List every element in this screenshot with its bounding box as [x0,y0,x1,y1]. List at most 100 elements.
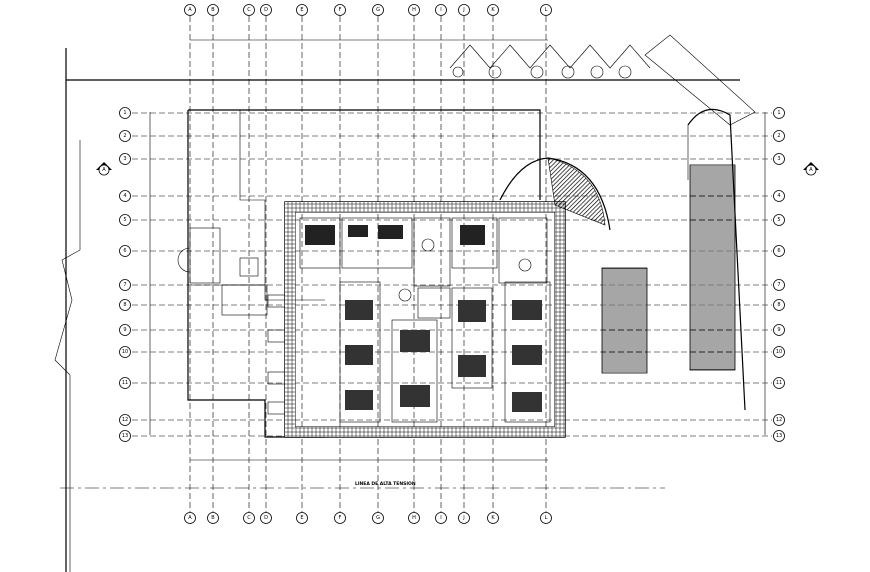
row-right-8-label: 8 [777,302,780,308]
row-right-9-label: 9 [777,327,780,333]
row-right-12-label: 12 [776,417,782,423]
column-top-I-bubble [435,4,447,16]
column-bottom-G-label: G [376,515,380,521]
row-right-8-bubble [773,299,785,311]
dimension-lines [149,39,766,461]
column-bottom-G-bubble [372,512,384,524]
row-left-10-label: 10 [122,349,128,355]
row-left-13-label: 13 [122,433,128,439]
column-top-G-bubble [372,4,384,16]
row-right-6-label: 6 [777,248,780,254]
row-left-11-label: 11 [122,380,128,386]
row-right-4-bubble [773,190,785,202]
column-bottom-B-label: B [211,515,215,521]
column-bottom-J-bubble [458,512,470,524]
column-top-D-bubble [260,4,272,16]
column-top-K-label: K [491,7,495,13]
row-left-5-label: 5 [123,217,126,223]
column-top-A-bubble [184,4,196,16]
column-top-E-label: E [300,7,303,13]
section-marker-left-label: A [102,167,106,173]
row-left-1-label: 1 [123,110,126,116]
row-left-12-label: 12 [122,417,128,423]
row-left-2-label: 2 [123,133,126,139]
central-block [284,201,566,438]
row-left-6-bubble [119,245,131,257]
column-bottom-J-label: J [462,515,464,521]
curved-canopy [499,157,611,231]
column-top-L-bubble [540,4,552,16]
power-line-label: LINEA DE ALTA TENSION [355,481,416,487]
column-top-A-label: A [188,7,192,13]
row-right-10-bubble [773,346,785,358]
column-bottom-H-bubble [408,512,420,524]
row-right-2-bubble [773,130,785,142]
column-top-J-bubble [458,4,470,16]
row-right-13-bubble [773,430,785,442]
column-bottom-H-label: H [412,515,416,521]
column-top-E-bubble [296,4,308,16]
row-right-11-bubble [773,377,785,389]
column-bottom-I-label: I [440,515,441,521]
column-bottom-K-bubble [487,512,499,524]
row-left-8-bubble [119,299,131,311]
row-right-11-label: 11 [776,380,782,386]
row-right-1-bubble [773,107,785,119]
row-left-11-bubble [119,377,131,389]
column-bottom-C-label: C [247,515,251,521]
row-right-6-bubble [773,245,785,257]
parking-area [449,34,756,411]
column-bottom-L-bubble [540,512,552,524]
row-right-2-label: 2 [777,133,780,139]
column-bottom-K-label: K [491,515,495,521]
column-top-B-bubble [207,4,219,16]
row-right-5-bubble [773,214,785,226]
column-top-I-label: I [440,7,441,13]
row-right-9-bubble [773,324,785,336]
row-left-7-bubble [119,279,131,291]
column-bottom-B-bubble [207,512,219,524]
column-top-J-label: J [462,7,464,13]
row-left-2-bubble [119,130,131,142]
section-marker-right: A [803,162,819,176]
row-right-10-label: 10 [776,349,782,355]
column-bottom-D-label: D [264,515,268,521]
row-left-9-label: 9 [123,327,126,333]
column-top-H-bubble [408,4,420,16]
column-bottom-E-bubble [296,512,308,524]
row-right-5-label: 5 [777,217,780,223]
row-right-7-bubble [773,279,785,291]
column-bottom-C-bubble [243,512,255,524]
row-left-4-bubble [119,190,131,202]
row-left-12-bubble [119,414,131,426]
column-top-F-label: F [339,7,342,13]
row-left-8-label: 8 [123,302,126,308]
row-left-3-label: 3 [123,156,126,162]
column-bottom-A-bubble [184,512,196,524]
column-bottom-D-bubble [260,512,272,524]
column-bottom-F-label: F [339,515,342,521]
row-right-12-bubble [773,414,785,426]
row-left-13-bubble [119,430,131,442]
section-marker-left: A [96,162,112,176]
section-marker-right-label: A [809,167,813,173]
row-right-7-label: 7 [777,282,780,288]
column-top-F-bubble [334,4,346,16]
column-top-H-label: H [412,7,416,13]
row-left-9-bubble [119,324,131,336]
column-top-L-label: L [545,7,548,13]
column-bottom-A-label: A [188,515,192,521]
column-top-K-bubble [487,4,499,16]
row-left-10-bubble [119,346,131,358]
row-left-5-bubble [119,214,131,226]
site-boundary [54,48,740,572]
row-left-1-bubble [119,107,131,119]
column-top-C-label: C [247,7,251,13]
row-left-3-bubble [119,153,131,165]
row-right-3-label: 3 [777,156,780,162]
column-top-B-label: B [211,7,215,13]
